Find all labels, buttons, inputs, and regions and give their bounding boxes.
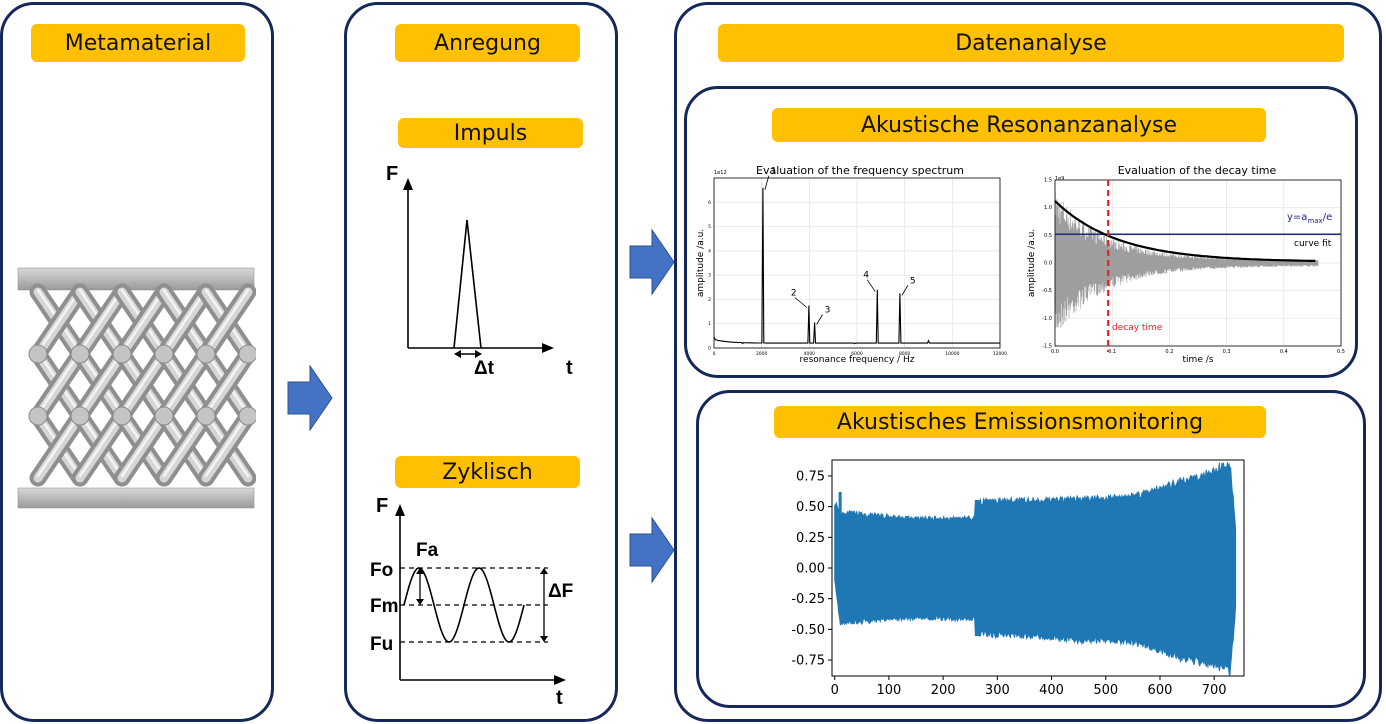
impulse-width-label: Δt	[474, 358, 495, 379]
cyclic-y-axis-label: F	[376, 495, 388, 517]
analysis-title: Datenanalyse	[718, 24, 1344, 62]
fit-label: curve fit	[1294, 239, 1332, 249]
threshold-label: y=amax/e	[1287, 212, 1332, 225]
emission-x-tick: 400	[1039, 683, 1064, 698]
emission-chart: 0 100 200 300 400 500 600 700 0.75 0.50 0.25 0.00 -0…	[791, 459, 1245, 698]
spectrum-peak-label: 4	[863, 271, 869, 281]
decay-ylabel: amplitude /a.u.	[1027, 229, 1037, 297]
excitation-title: Anregung	[395, 24, 580, 62]
spectrum-ylabel: amplitude /a.u.	[696, 229, 706, 297]
spectrum-y-tick: 4	[708, 248, 711, 254]
decay-title: Evaluation of the decay time	[1118, 164, 1277, 177]
cyclic-range-label: ΔF	[548, 581, 573, 602]
emission-x-tick: 100	[877, 683, 902, 698]
metamaterial-title: Metamaterial	[31, 24, 245, 62]
decay-y-tick: -1.5	[1042, 344, 1052, 350]
spectrum-y-tick: 1	[708, 321, 711, 327]
decay-x-tick: 0.4	[1280, 349, 1288, 355]
lattice-node	[154, 406, 174, 426]
arrow-right-icon	[629, 516, 675, 584]
spectrum-title: Evaluation of the frequency spectrum	[756, 164, 964, 177]
spectrum-x-tick: 6000	[851, 351, 863, 357]
decay-y-tick: -1.0	[1042, 316, 1052, 322]
spectrum-y-tick: 2	[708, 297, 711, 303]
emission-x-tick: 0	[831, 683, 839, 698]
emission-y-tick: 0.00	[796, 562, 825, 577]
emission-title: Akustisches Emissionsmonitoring	[774, 406, 1266, 438]
spectrum-peak-label: 5	[910, 276, 916, 286]
decay-x-tick: 0.3	[1223, 349, 1231, 355]
emission-y-tick: 0.75	[796, 469, 825, 484]
impulse-y-axis-label: F	[386, 163, 398, 185]
impulse-x-axis-label: t	[566, 357, 573, 379]
spectrum-peak-label: 2	[791, 289, 797, 299]
emission-x-tick: 600	[1148, 683, 1173, 698]
lattice-node	[28, 406, 48, 426]
lattice-image	[17, 267, 256, 509]
decay-exponent: 1e9	[1055, 176, 1064, 182]
decay-xlabel: time /s	[1183, 355, 1214, 365]
spectrum-peak-label: 3	[825, 306, 831, 316]
decay-x-tick: 0.5	[1337, 349, 1345, 355]
decay-chart: Evaluation of the decay time 1e9 0.0 0.1 0…	[1027, 164, 1345, 365]
impulse-title: Impuls	[398, 118, 583, 148]
spectrum-xlabel: resonance frequency / Hz	[800, 355, 915, 365]
emission-y-tick: 0.25	[796, 531, 825, 546]
lattice-node	[238, 406, 256, 426]
cyclic-lower-label: Fu	[370, 634, 393, 655]
spectrum-y-tick: 6	[708, 200, 711, 206]
decay-y-tick: 0.5	[1044, 233, 1052, 239]
decay-y-tick: -0.5	[1042, 288, 1052, 294]
emission-y-tick: -0.50	[791, 623, 825, 638]
decay-time-label: decay time	[1112, 323, 1163, 333]
lattice-node	[238, 344, 256, 364]
cyclic-amplitude-label: Fa	[416, 540, 439, 561]
cyclic-upper-label: Fo	[370, 560, 393, 581]
lattice-node	[154, 344, 174, 364]
spectrum-y-tick: 5	[708, 224, 711, 230]
cyclic-mean-label: Fm	[370, 596, 399, 617]
arrow-right-icon	[629, 228, 675, 296]
lattice-node	[112, 344, 132, 364]
spectrum-x-tick: 2000	[756, 351, 768, 357]
decay-x-tick: 0.0	[1051, 349, 1059, 355]
decay-x-tick: 0.1	[1108, 349, 1116, 355]
spectrum-x-tick: 4000	[804, 351, 816, 357]
cyclic-title: Zyklisch	[395, 456, 580, 488]
resonance-title: Akustische Resonanzanalyse	[772, 108, 1266, 142]
emission-x-tick: 300	[985, 683, 1010, 698]
lattice-node	[70, 344, 90, 364]
arrow-right-icon	[287, 364, 333, 432]
emission-y-tick: -0.25	[791, 592, 825, 607]
lattice-node	[28, 344, 48, 364]
spectrum-y-tick: 0	[708, 346, 711, 352]
emission-x-tick: 200	[931, 683, 956, 698]
emission-y-tick: 0.50	[796, 500, 825, 515]
lattice-node	[196, 406, 216, 426]
emission-y-tick: -0.75	[791, 654, 825, 669]
emission-signal	[834, 462, 1237, 676]
spectrum-x-tick: 12000	[993, 351, 1007, 357]
lattice-node	[196, 344, 216, 364]
cyclic-x-axis-label: t	[556, 687, 563, 709]
spectrum-x-tick: 0	[713, 351, 716, 357]
spectrum-chart: Evaluation of the frequency spectrum 1e1…	[696, 164, 1007, 365]
spectrum-peak-label: 1	[771, 167, 777, 177]
emission-x-tick: 700	[1202, 683, 1227, 698]
spectrum-y-tick: 3	[708, 273, 711, 279]
decay-x-tick: 0.2	[1165, 349, 1173, 355]
decay-y-tick: 1.0	[1044, 205, 1052, 211]
impulse-diagram: F t Δt	[386, 163, 573, 379]
spectrum-x-tick: 8000	[899, 351, 911, 357]
decay-y-tick: 1.5	[1044, 178, 1052, 184]
lattice-node	[70, 406, 90, 426]
emission-x-tick: 500	[1093, 683, 1118, 698]
decay-y-tick: 0.0	[1044, 261, 1052, 267]
spectrum-exponent: 1e12	[714, 170, 727, 176]
spectrum-x-tick: 10000	[945, 351, 959, 357]
cyclic-diagram: F t Fa Fo Fm Fu ΔF	[370, 495, 573, 709]
lattice-node	[112, 406, 132, 426]
